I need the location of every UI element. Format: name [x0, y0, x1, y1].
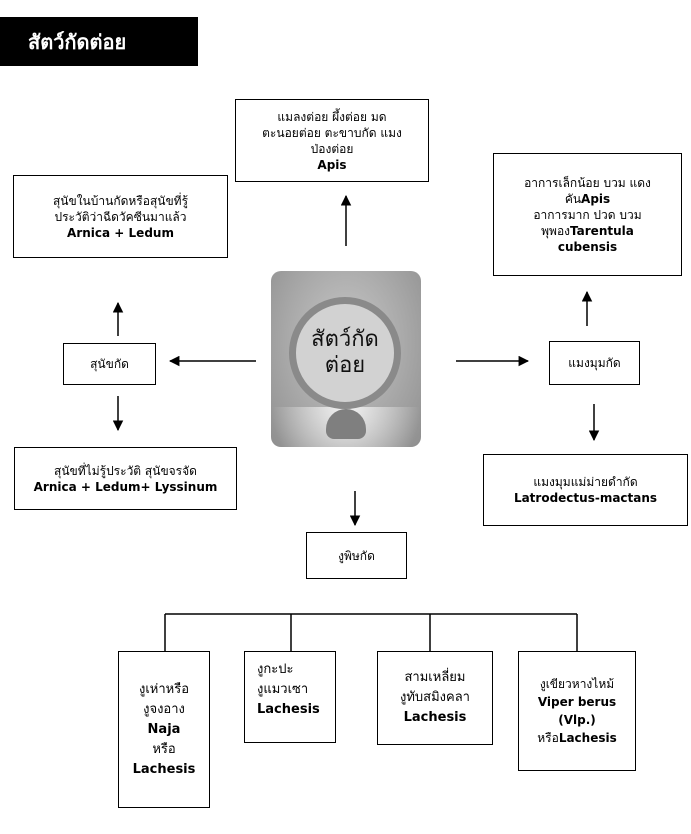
insects-line-1: แมลงต่อย ผึ้งต่อย มด [277, 109, 387, 124]
page-title-text: สัตว์กัดต่อย [28, 29, 127, 54]
spider-symptoms-line-1: อาการเล็กน้อย บวม แดง [524, 175, 651, 190]
spider-symptoms-line-5: cubensis [557, 239, 618, 254]
dog-known-line-1: สุนัขในบ้านกัดหรือสุนัขที่รู้ [52, 193, 189, 208]
spider-symptoms-line-4: พุพองTarentula [541, 223, 634, 238]
spider-symptoms-box: อาการเล็กน้อย บวม แดง คันApis อาการมาก ป… [493, 153, 682, 276]
center-image: สัตว์กัด ต่อย [271, 271, 421, 447]
snake-krait-remedy: Lachesis [403, 710, 467, 725]
snake-krait-line-2: งูทับสมิงคลา [400, 690, 470, 705]
character-body [326, 409, 366, 439]
center-label-line-2: ต่อย [324, 353, 366, 378]
black-widow-remedy: Latrodectus-mactans [513, 491, 658, 505]
dog-bite-box: สุนัขกัด [63, 343, 156, 385]
dog-known-line-2: ประวัติว่าฉีดวัคซีนมาแล้ว [54, 209, 187, 224]
black-widow-box: แมงมุมแม่ม่ายดำกัด Latrodectus-mactans [483, 454, 688, 526]
snake-cobra-remedy-2: Lachesis [132, 761, 196, 777]
snake-green-viper-line-1: งูเขียวหางไหม้ [539, 677, 615, 691]
snake-pit-viper-line-2: งูแมวเซา [257, 682, 309, 697]
dog-known-remedy: Arnica + Ledum [67, 225, 174, 240]
dog-unknown-line-1: สุนัขที่ไม่รู้ประวัติ สุนัขจรจัด [54, 463, 197, 478]
insects-line-3: ป่องต่อย [310, 141, 354, 156]
snake-box-cobra: งูเห่าหรือ งูจงอาง Naja หรือ Lachesis [118, 651, 210, 808]
snake-box-green-viper: งูเขียวหางไหม้ Viper berus (Vlp.) หรือLa… [518, 651, 636, 771]
dog-unknown-remedy: Arnica + Ledum+ Lyssinum [33, 479, 218, 494]
snake-cobra-line-1: งูเห่าหรือ [138, 681, 190, 697]
snake-green-viper-line-3: หรือLachesis [537, 731, 617, 745]
center-label-line-1: สัตว์กัด [311, 327, 379, 352]
dog-unknown-box: สุนัขที่ไม่รู้ประวัติ สุนัขจรจัด Arnica … [14, 447, 237, 510]
spider-symptoms-line-3: อาการมาก ปวด บวม [533, 207, 642, 222]
snake-krait-line-1: สามเหลี่ยม [404, 670, 466, 685]
snake-green-viper-remedy-1: Viper berus [537, 695, 617, 709]
insects-remedy: Apis [317, 157, 347, 172]
snake-cobra-line-2: งูจงอาง [143, 701, 185, 717]
snake-bite-label: งูพิษกัด [338, 548, 375, 563]
page-title: สัตว์กัดต่อย [0, 17, 198, 66]
snake-box-pit-viper: งูกะปะ งูแมวเซา Lachesis [244, 651, 336, 743]
snake-cobra-remedy-1: Naja [147, 721, 181, 737]
dog-known-box: สุนัขในบ้านกัดหรือสุนัขที่รู้ ประวัติว่า… [13, 175, 228, 258]
snake-green-viper-remedy-2: (Vlp.) [558, 713, 596, 727]
center-label-circle: สัตว์กัด ต่อย [289, 297, 401, 409]
insects-box: แมลงต่อย ผึ้งต่อย มด ตะนอยต่อย ตะขาบกัด … [235, 99, 429, 182]
snake-pit-viper-remedy: Lachesis [257, 702, 320, 717]
insects-line-2: ตะนอยต่อย ตะขาบกัด แมง [262, 125, 402, 140]
black-widow-line-1: แมงมุมแม่ม่ายดำกัด [533, 475, 638, 489]
snake-pit-viper-line-1: งูกะปะ [257, 662, 294, 677]
snake-bite-box: งูพิษกัด [306, 532, 407, 579]
spider-symptoms-line-2: คันApis [564, 191, 611, 206]
spider-bite-label: แมงมุมกัด [568, 356, 621, 370]
snake-box-krait: สามเหลี่ยม งูทับสมิงคลา Lachesis [377, 651, 493, 745]
spider-bite-box: แมงมุมกัด [549, 341, 640, 385]
dog-bite-label: สุนัขกัด [90, 357, 129, 371]
snake-cobra-line-3: หรือ [152, 741, 176, 757]
